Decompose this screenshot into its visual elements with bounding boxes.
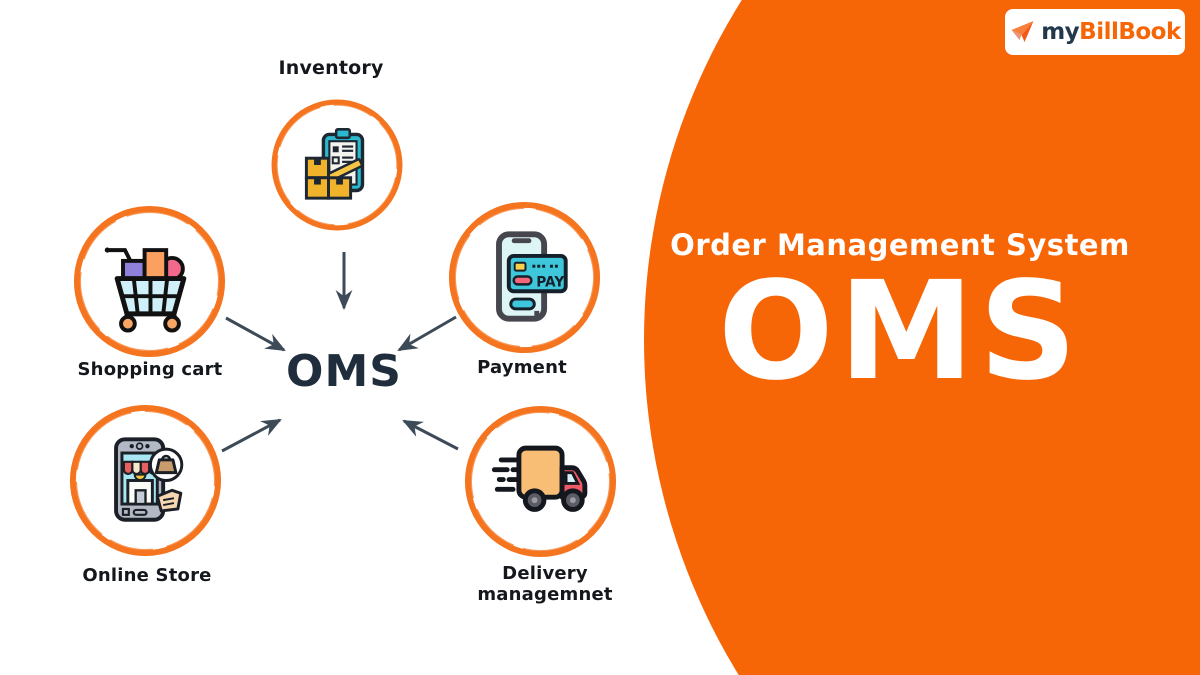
- hero-text-block: Order Management System OMS: [640, 228, 1160, 400]
- arrow-delivery-to-oms: [402, 419, 459, 451]
- label-delivery: Delivery managemnet: [477, 563, 613, 605]
- hero-subtitle: Order Management System: [670, 228, 1130, 262]
- node-delivery: [462, 403, 619, 560]
- mybillbook-logo: myBillBook: [1005, 9, 1185, 55]
- arrow-online-store-to-oms: [221, 418, 282, 453]
- hero-title: OMS: [718, 253, 1082, 411]
- pay-badge-text: PAY: [536, 274, 565, 290]
- payment-icon: PAY: [448, 201, 601, 354]
- diagram-center-label: OMS: [286, 346, 402, 397]
- node-online-store: [67, 402, 224, 559]
- shopping-cart-icon: [73, 205, 226, 358]
- logo-text: myBillBook: [1041, 19, 1181, 45]
- delivery-truck-icon: [464, 405, 617, 558]
- node-inventory: [269, 97, 405, 233]
- label-online-store: Online Store: [82, 565, 212, 586]
- online-store-icon: [69, 404, 222, 557]
- node-payment: PAY: [446, 199, 603, 356]
- node-shopping-cart: [71, 203, 228, 360]
- label-inventory: Inventory: [278, 57, 384, 79]
- hero-orange-circle: [644, 0, 1200, 675]
- label-payment: Payment: [477, 357, 567, 378]
- label-shopping-cart: Shopping cart: [77, 359, 223, 380]
- inventory-icon: [271, 99, 403, 231]
- paper-plane-icon: [1011, 21, 1034, 42]
- logo-suffix: BillBook: [1079, 19, 1181, 45]
- logo-prefix: my: [1041, 19, 1080, 45]
